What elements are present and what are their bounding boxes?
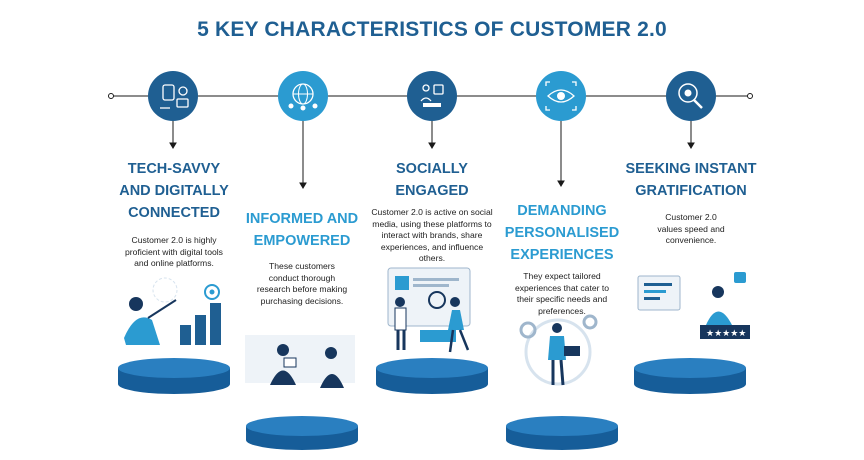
heading-line: SEEKING INSTANT — [625, 161, 757, 177]
person-with-laptop-gears-illustration — [519, 314, 598, 386]
rating-stars-glyph: ★★★★★ — [706, 329, 746, 339]
people-browsing-profiles-illustration — [387, 267, 471, 353]
heading-line: PERSONALISED — [504, 225, 620, 241]
people-reading-documents-illustration — [245, 335, 355, 388]
characteristic-description: Customer 2.0 is highly proficient with d… — [125, 235, 223, 268]
podium-3 — [376, 358, 488, 394]
eye-target-icon — [536, 71, 586, 121]
characteristic-socially-engaged: SOCIALLY ENGAGED Customer 2.0 is active … — [360, 158, 504, 265]
connector-1-arrow — [169, 142, 177, 149]
heading-line: INFORMED AND — [245, 211, 359, 227]
heading-line: DEMANDING — [517, 203, 607, 219]
connector-2-arrow — [299, 182, 307, 189]
characteristic-tech-savvy: TECH-SAVVY AND DIGITALLY CONNECTED Custo… — [103, 158, 245, 270]
characteristic-heading: DEMANDING PERSONALISED EXPERIENCES — [492, 200, 632, 266]
characteristic-instant-gratification: SEEKING INSTANT GRATIFICATION Customer 2… — [620, 158, 762, 247]
podium-5 — [634, 358, 746, 394]
magnifier-gear-icon — [666, 71, 716, 121]
connector-3-arrow — [428, 142, 436, 149]
characteristic-description: These customers conduct thorough researc… — [256, 261, 348, 306]
heading-line: ENGAGED — [395, 183, 469, 199]
characteristic-description: They expect tailored experiences that ca… — [514, 271, 610, 316]
timeline-end-dot — [747, 93, 753, 99]
characteristic-heading: SOCIALLY ENGAGED — [360, 158, 504, 202]
heading-line: EXPERIENCES — [510, 247, 614, 263]
characteristic-heading: INFORMED AND EMPOWERED — [236, 208, 368, 252]
heading-line: AND DIGITALLY — [119, 183, 229, 199]
person-with-bar-chart-illustration — [124, 277, 221, 345]
network-people-icon — [278, 71, 328, 121]
podium-2 — [246, 416, 358, 450]
tech-devices-icon — [148, 71, 198, 121]
heading-line: TECH-SAVVY — [127, 161, 221, 177]
podium-4 — [506, 416, 618, 450]
connector-4-arrow — [557, 180, 565, 187]
characteristic-personalised: DEMANDING PERSONALISED EXPERIENCES They … — [492, 200, 632, 317]
connector-5-arrow — [687, 142, 695, 149]
heading-line: GRATIFICATION — [635, 183, 747, 199]
characteristic-heading: SEEKING INSTANT GRATIFICATION — [620, 158, 762, 202]
timeline-start-dot — [108, 93, 114, 99]
heading-line: CONNECTED — [128, 205, 220, 221]
characteristic-description: Customer 2.0 values speed and convenienc… — [657, 212, 725, 245]
characteristic-heading: TECH-SAVVY AND DIGITALLY CONNECTED — [103, 158, 245, 224]
heading-line: SOCIALLY — [396, 161, 468, 177]
page-title: 5 KEY CHARACTERISTICS OF CUSTOMER 2.0 — [197, 18, 667, 41]
person-with-ratings-illustration: ★★★★★ — [637, 272, 750, 339]
podium-1 — [118, 358, 230, 394]
characteristic-description: Customer 2.0 is active on social media, … — [371, 207, 493, 263]
heading-line: EMPOWERED — [253, 233, 351, 249]
characteristic-informed: INFORMED AND EMPOWERED These customers c… — [236, 208, 368, 307]
social-network-icon — [407, 71, 457, 121]
